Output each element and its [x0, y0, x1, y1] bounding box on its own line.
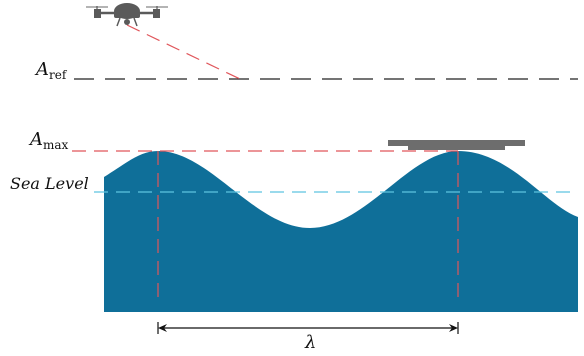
- wavelength-label: λ: [304, 332, 316, 353]
- water-body: [104, 151, 578, 312]
- floating-platform-icon: [388, 140, 525, 150]
- a-max-label: Amax: [28, 129, 69, 152]
- drone-trace-line: [126, 24, 241, 80]
- a-ref-label: Aref: [34, 59, 68, 82]
- quadcopter-drone-icon: [86, 3, 168, 27]
- wavelength-arrow: [157, 322, 459, 334]
- sea-level-label: Sea Level: [10, 174, 89, 193]
